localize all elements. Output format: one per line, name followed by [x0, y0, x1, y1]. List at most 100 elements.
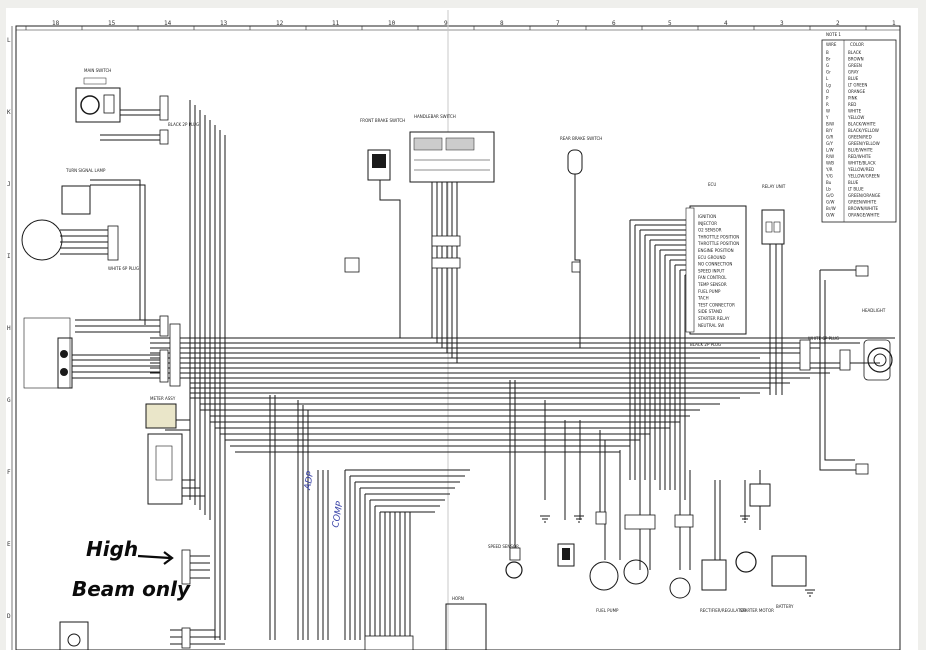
table-cell-code: Lg: [826, 83, 831, 88]
table-cell-color: ORANGE: [848, 89, 866, 94]
svg-text:BATTERY: BATTERY: [776, 604, 794, 609]
front-brake-switch: FRONT BRAKE SWITCH: [360, 118, 405, 181]
coupler-label-a: BLACK 2P PLUG: [168, 122, 199, 127]
svg-text:COLOR: COLOR: [850, 42, 864, 47]
ruler-top-label: 1: [892, 20, 896, 27]
table-cell-color: LT BLUE: [848, 187, 864, 192]
table-cell-color: YELLOW/GREEN: [847, 174, 880, 179]
ecu-pin-label: IGNITION: [698, 214, 716, 219]
table-cell-color: RED/WHITE: [848, 154, 871, 159]
ecu-pin-label: NEUTRAL SW: [698, 323, 724, 328]
rear-brake-switch: REAR BRAKE SWITCH: [560, 136, 602, 175]
table-cell-code: G/R: [826, 135, 833, 140]
table-cell-code: B/W: [826, 122, 834, 127]
ecu-pin-label: FUEL PUMP: [698, 289, 721, 294]
table-cell-color: YELLOW: [847, 115, 864, 120]
handwritten-high: High: [86, 537, 138, 561]
ecu-pin-label: INJECTOR: [698, 221, 717, 226]
meter-assy-outline: [147, 433, 183, 505]
table-cell-code: L/W: [826, 148, 834, 153]
coupler-label-c: BLACK 2P PLUG: [690, 342, 721, 347]
table-cell-color: BLACK/YELLOW: [848, 128, 879, 133]
svg-text:HORN: HORN: [452, 596, 464, 601]
ecu-pin-label: SIDE STAND: [698, 309, 722, 314]
table-cell-code: Br/W: [826, 206, 836, 211]
svg-text:HANDLEBAR SWITCH: HANDLEBAR SWITCH: [414, 114, 456, 119]
ruler-left-label: F: [7, 469, 11, 476]
rectifier: RECTIFIER/REGULATOR: [700, 559, 747, 613]
ecu-pin-label: STARTER RELAY: [698, 316, 730, 321]
turn-lamp-box: [61, 185, 91, 215]
svg-text:STARTER MOTOR: STARTER MOTOR: [740, 608, 774, 613]
ruler-left-label: G: [7, 397, 11, 404]
table-cell-code: Lb: [826, 187, 831, 192]
table-cell-code: B: [826, 50, 829, 55]
ecu-pin-label: O2 SENSOR: [698, 228, 722, 233]
table-cell-code: Y/G: [825, 174, 833, 179]
svg-text:RELAY UNIT: RELAY UNIT: [762, 184, 786, 189]
table-cell-code: W: [826, 109, 830, 114]
ecu-pin-label: SPEED INPUT: [698, 268, 725, 273]
table-cell-code: Y/R: [825, 167, 833, 172]
table-cell-color: WHITE/BLACK: [848, 161, 876, 166]
table-cell-color: YELLOW/RED: [847, 167, 874, 172]
ruler-left-label: D: [7, 613, 11, 620]
ecu-pin-label: ENGINE POSITION: [698, 248, 734, 253]
table-cell-code: R: [826, 102, 829, 107]
table-cell-color: BROWN: [848, 57, 864, 62]
table-cell-code: G: [826, 63, 829, 68]
ecu-pin-label: FAN CONTROL: [698, 275, 727, 280]
table-cell-code: Br: [826, 57, 831, 62]
fuse-block: [23, 317, 71, 389]
table-cell-code: G/O: [826, 193, 834, 198]
ecu-pin-label: TEST CONNECTOR: [697, 302, 735, 307]
table-cell-color: BLUE/WHITE: [848, 148, 873, 153]
ruler-top-label: 10: [388, 20, 396, 27]
handlebar-switch: HANDLEBAR SWITCH: [409, 114, 495, 183]
coupler-label-d: WHITE 6P PLUG: [808, 336, 839, 341]
ecu-pin-label: TEMP SENSOR: [697, 282, 727, 287]
table-cell-color: GREEN/WHITE: [848, 200, 877, 205]
lower-left-lamp: [59, 621, 89, 650]
ecu-pin-label: NO CONNECTION: [698, 262, 732, 267]
connectors: [107, 95, 869, 650]
main-switch-label: MAIN SWITCH: [84, 68, 111, 73]
ruler-top-label: 15: [108, 20, 116, 27]
table-cell-color: GRAY: [848, 70, 859, 75]
turn-lamp-label: TURN SIGNAL LAMP: [65, 168, 106, 173]
table-cell-color: GREEN/ORANGE: [848, 193, 881, 198]
ecu-pin-label: THROTTLE POSITION: [697, 241, 739, 246]
ruler-top-label: 14: [164, 20, 172, 27]
svg-text:RECTIFIER/REGULATOR: RECTIFIER/REGULATOR: [700, 608, 747, 613]
diagram-border: [15, 25, 901, 650]
table-cell-color: BLUE: [848, 76, 859, 81]
ecu-pin-label: THROTTLE POSITION: [697, 234, 739, 239]
svg-text:WIRE: WIRE: [826, 42, 837, 47]
indicator-2: [60, 368, 68, 376]
table-cell-code: Y: [825, 115, 829, 120]
svg-text:FUEL PUMP: FUEL PUMP: [596, 608, 619, 613]
ground-symbols: [540, 515, 815, 597]
table-cell-code: P: [826, 96, 829, 101]
horn: HORN: [445, 596, 487, 650]
sensor: SPEED SENSOR: [488, 544, 523, 579]
battery: BATTERY: [771, 555, 807, 609]
main-switch: MAIN SWITCH: [75, 68, 121, 123]
ruler-top-label: 11: [332, 20, 340, 27]
table-cell-color: BLUE: [848, 180, 859, 185]
svg-text:ECU: ECU: [708, 182, 716, 187]
ruler-top-label: 3: [780, 20, 784, 27]
table-cell-code: Bu: [826, 180, 832, 185]
svg-text:FRONT BRAKE SWITCH: FRONT BRAKE SWITCH: [360, 118, 405, 123]
table-cell-color: GREEN: [848, 63, 862, 68]
indicator-1: [60, 350, 68, 358]
table-cell-code: W/B: [826, 161, 834, 166]
ruler-top-label: 2: [836, 20, 840, 27]
table-cell-code: O/W: [826, 213, 834, 218]
table-cell-code: B/Y: [826, 128, 833, 133]
